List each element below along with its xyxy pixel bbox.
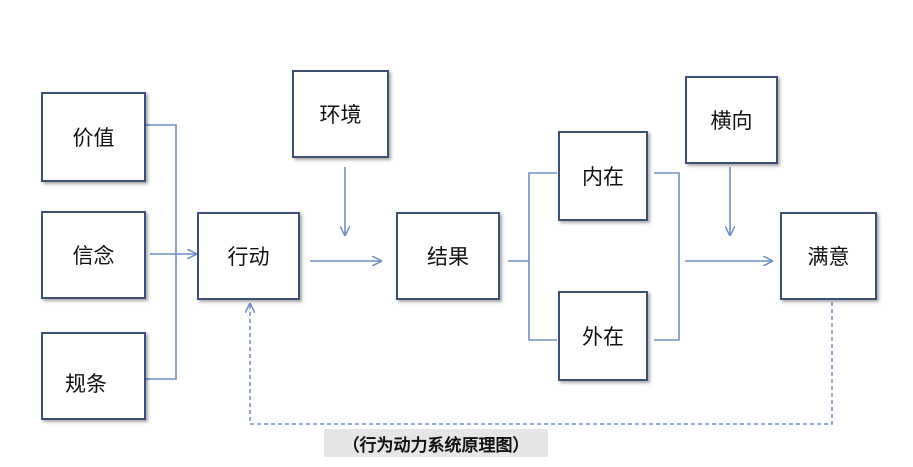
feedback-loop-dashed xyxy=(250,302,833,425)
node-action: 行动 xyxy=(197,212,300,300)
node-result-label: 结果 xyxy=(427,245,469,269)
node-environment-label: 环境 xyxy=(319,103,362,127)
diagram-caption: （行为动力系统原理图） xyxy=(324,429,548,457)
node-outer: 外在 xyxy=(558,291,648,381)
node-satisfaction-label: 满意 xyxy=(807,245,850,269)
node-inner: 内在 xyxy=(558,131,648,221)
node-satisfaction: 满意 xyxy=(780,212,877,300)
bracket-result-split xyxy=(528,172,557,341)
node-norm-label: 规条 xyxy=(65,372,107,396)
node-action-label: 行动 xyxy=(227,245,270,269)
node-belief: 信念 xyxy=(41,211,146,299)
node-result: 结果 xyxy=(396,212,500,300)
bracket-inputs-to-action xyxy=(146,124,177,380)
node-lateral-label: 横向 xyxy=(710,109,753,133)
bracket-inner-outer-merge xyxy=(654,172,680,341)
node-inner-label: 内在 xyxy=(582,165,624,189)
node-lateral: 横向 xyxy=(685,76,778,164)
node-norm: 规条 xyxy=(41,332,146,420)
node-value: 价值 xyxy=(41,92,146,182)
node-belief-label: 信念 xyxy=(72,244,115,268)
node-environment: 环境 xyxy=(292,70,389,158)
node-value-label: 价值 xyxy=(72,126,115,150)
node-outer-label: 外在 xyxy=(582,325,624,349)
